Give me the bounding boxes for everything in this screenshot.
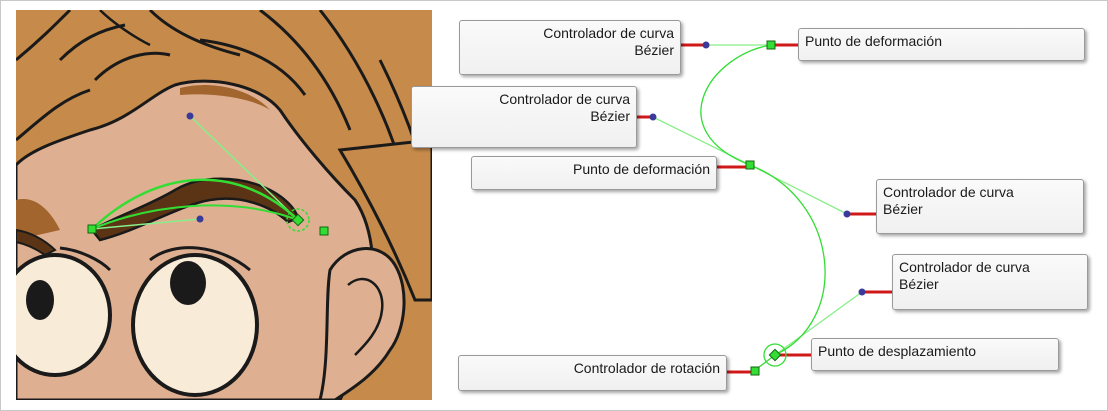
deformation-curve — [91, 178, 299, 230]
label-bezier-handle-1: Controlador de curva Bézier — [459, 20, 681, 75]
handle-dot-icon[interactable] — [843, 210, 851, 218]
offset-point-icon[interactable] — [291, 213, 305, 227]
hair-strand — [259, 10, 352, 131]
handle-dot-icon[interactable] — [858, 288, 866, 296]
hair-strand — [148, 10, 241, 57]
deformation-curve — [91, 204, 299, 230]
handle-line — [91, 218, 201, 230]
ear — [318, 247, 406, 400]
ear-inner — [347, 277, 384, 356]
label-deformation-point-1: Punto de deformación — [798, 28, 1085, 61]
label-rotation-handle: Controlador de rotación — [458, 355, 727, 391]
eyelid-crease — [59, 246, 112, 272]
hair-strand — [99, 10, 151, 47]
eyelid-crease — [149, 246, 251, 272]
hair-lock — [337, 138, 432, 302]
handle-dot-icon[interactable] — [196, 215, 204, 223]
offset-point-icon[interactable] — [768, 348, 782, 362]
point-square-icon[interactable] — [87, 224, 97, 234]
deformation-curve — [700, 44, 826, 371]
handle-dot-icon[interactable] — [186, 112, 194, 120]
left-eye — [16, 253, 112, 377]
hair-strand — [93, 51, 171, 82]
left-pupil — [26, 280, 54, 320]
hair-strand — [16, 88, 91, 142]
handle-dot-icon[interactable] — [649, 113, 657, 121]
right-pupil — [170, 261, 206, 305]
hair-strand — [16, 10, 72, 62]
hair-shadow — [180, 84, 270, 110]
character-illustration — [16, 10, 432, 400]
label-offset-point: Punto de desplazamiento — [811, 338, 1059, 371]
rig-schematic — [636, 40, 892, 376]
label-bezier-handle-3: Controlador de curva Bézier — [876, 179, 1084, 234]
handle-line — [189, 115, 299, 221]
pivot-circle-icon[interactable] — [763, 343, 787, 367]
pivot-circle-icon[interactable] — [286, 208, 310, 232]
label-deformation-point-2: Punto de deformación — [471, 156, 717, 190]
handle-dot-icon[interactable] — [702, 41, 710, 49]
label-bezier-handle-2: Controlador de curva Bézier — [411, 86, 637, 148]
hair-shadow — [16, 199, 60, 240]
rotation-square-icon[interactable] — [319, 226, 329, 236]
hair-strand — [199, 38, 307, 96]
point-square-icon[interactable] — [766, 40, 776, 50]
rotation-square-icon[interactable] — [750, 366, 760, 376]
label-bezier-handle-4: Controlador de curva Bézier — [892, 254, 1088, 310]
handle-line — [774, 291, 863, 356]
right-eye — [131, 253, 259, 397]
point-square-icon[interactable] — [745, 160, 755, 170]
